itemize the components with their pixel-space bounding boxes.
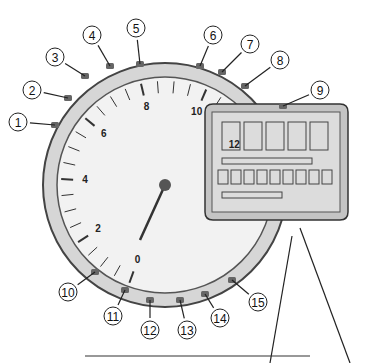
lcd-segment — [244, 170, 254, 184]
lcd-segment — [310, 122, 328, 150]
dial-number: 4 — [82, 175, 88, 185]
callout-number: 10 — [59, 283, 78, 302]
callout-number: 4 — [83, 26, 102, 45]
leader-line — [180, 300, 184, 318]
leader-line — [78, 272, 95, 285]
indicator-lamps — [51, 61, 287, 303]
callout-number: 13 — [178, 321, 197, 340]
callout-number: 9 — [311, 81, 330, 100]
lcd-housing — [205, 104, 348, 220]
tick — [141, 84, 144, 96]
tick — [61, 178, 73, 181]
dial-number: 10 — [191, 107, 202, 117]
needle — [140, 185, 165, 240]
tick — [78, 236, 88, 243]
leader-line — [200, 46, 208, 66]
leader-line — [30, 123, 55, 125]
lcd-segment — [288, 122, 306, 150]
lcd-screen — [212, 112, 340, 212]
callout-number: 6 — [204, 26, 223, 45]
lcd-segment — [244, 122, 262, 150]
tick — [88, 247, 97, 255]
tick — [85, 118, 94, 126]
leader-line — [205, 294, 214, 308]
lcd-segment — [257, 170, 267, 184]
needle-hub — [159, 179, 171, 191]
tick — [125, 89, 130, 100]
tick — [114, 265, 120, 275]
baseline — [85, 355, 310, 356]
lcd-segment — [222, 192, 282, 198]
lcd-segment — [231, 170, 241, 184]
lcd-segment — [283, 170, 293, 184]
tick — [76, 132, 86, 138]
tick — [70, 223, 81, 228]
lcd-segment — [222, 158, 312, 164]
leader-line — [222, 52, 242, 72]
lcd-segment — [322, 170, 332, 184]
tick — [129, 271, 133, 282]
leader-lines — [30, 40, 350, 363]
dial-number: 2 — [95, 224, 101, 234]
lcd-segment — [309, 170, 319, 184]
leader-line — [245, 67, 270, 86]
leader-line — [118, 290, 125, 305]
leader-line — [149, 300, 150, 318]
callout-number: 14 — [211, 309, 230, 328]
tick — [188, 84, 191, 96]
tick — [68, 147, 79, 151]
tick — [157, 81, 159, 93]
leader-line — [137, 40, 140, 64]
tick — [173, 81, 174, 93]
lcd-segment — [218, 170, 228, 184]
callout-number: 7 — [241, 35, 260, 54]
tick — [62, 194, 74, 195]
callout-number: 1 — [9, 113, 28, 132]
tick — [110, 96, 116, 106]
lcd-segment — [270, 170, 280, 184]
dial-number: 12 — [229, 140, 240, 150]
callout-number: 11 — [104, 307, 123, 326]
dial-number: 8 — [144, 102, 150, 112]
leader-line — [98, 45, 110, 66]
tick — [201, 90, 206, 101]
tick — [100, 257, 107, 266]
tick — [97, 106, 105, 115]
dial-number: 0 — [135, 255, 141, 265]
lcd-segments — [218, 122, 332, 198]
leader-line — [270, 236, 292, 363]
leader-line — [44, 93, 68, 98]
tick — [63, 162, 75, 165]
leader-line — [65, 63, 85, 76]
tick — [65, 209, 77, 212]
callout-number: 8 — [271, 51, 290, 70]
dial-number: 6 — [101, 129, 107, 139]
leader-line — [300, 228, 350, 363]
callout-number: 2 — [23, 81, 42, 100]
callout-number: 5 — [127, 19, 146, 38]
leader-line — [232, 280, 249, 294]
lcd-segment — [222, 122, 240, 150]
callout-number: 12 — [141, 321, 160, 340]
leader-line — [283, 95, 309, 106]
callout-number: 3 — [46, 48, 65, 67]
lcd-segment — [266, 122, 284, 150]
callout-number: 15 — [249, 293, 268, 312]
lcd-segment — [296, 170, 306, 184]
